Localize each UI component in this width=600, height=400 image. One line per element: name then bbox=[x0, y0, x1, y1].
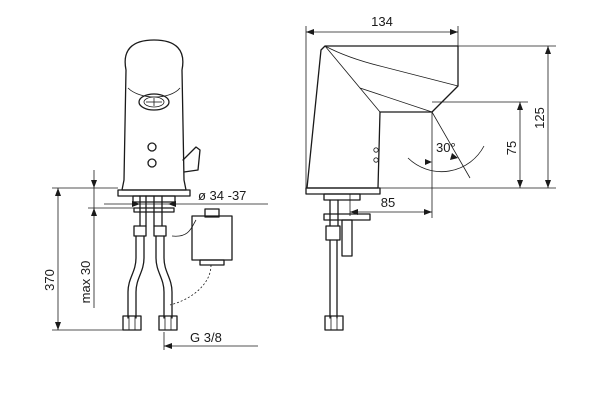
control-box bbox=[191, 215, 233, 261]
dim-angle: 30° bbox=[436, 140, 456, 155]
lever-handle bbox=[182, 146, 201, 173]
dim-reach: 85 bbox=[381, 195, 395, 210]
dim-thread: G 3/8 bbox=[190, 330, 222, 345]
dim-overall-height: 370 bbox=[42, 269, 57, 291]
sensor-window-bottom bbox=[147, 158, 157, 168]
faucet-body-side bbox=[306, 45, 459, 189]
faucet-body-front bbox=[121, 39, 187, 191]
dim-hole-diameter: ø 34 -37 bbox=[198, 188, 246, 203]
front-dimensions: 370 max 30 ø 34 -37 G 3/8 bbox=[42, 170, 268, 350]
sensor-window-top bbox=[147, 142, 157, 152]
dim-max-deck: max 30 bbox=[78, 261, 93, 304]
dim-total-height: 125 bbox=[532, 107, 547, 129]
side-dimensions: 134 125 75 30° 85 bbox=[305, 14, 556, 218]
hose-nut-left bbox=[122, 315, 142, 331]
dim-outlet-height: 75 bbox=[504, 141, 519, 155]
hose-nut-side bbox=[324, 315, 344, 331]
base-plate-front bbox=[117, 189, 191, 197]
base-plate-side bbox=[305, 187, 381, 195]
hose-nut-right bbox=[158, 315, 178, 331]
mounting-bracket-side bbox=[323, 213, 371, 221]
aerator bbox=[138, 93, 170, 111]
front-view bbox=[117, 39, 233, 331]
sensor-cable bbox=[169, 264, 212, 306]
flexible-hose-left bbox=[127, 235, 137, 319]
flexible-hose-right bbox=[155, 235, 165, 319]
dim-total-width: 134 bbox=[371, 14, 393, 29]
